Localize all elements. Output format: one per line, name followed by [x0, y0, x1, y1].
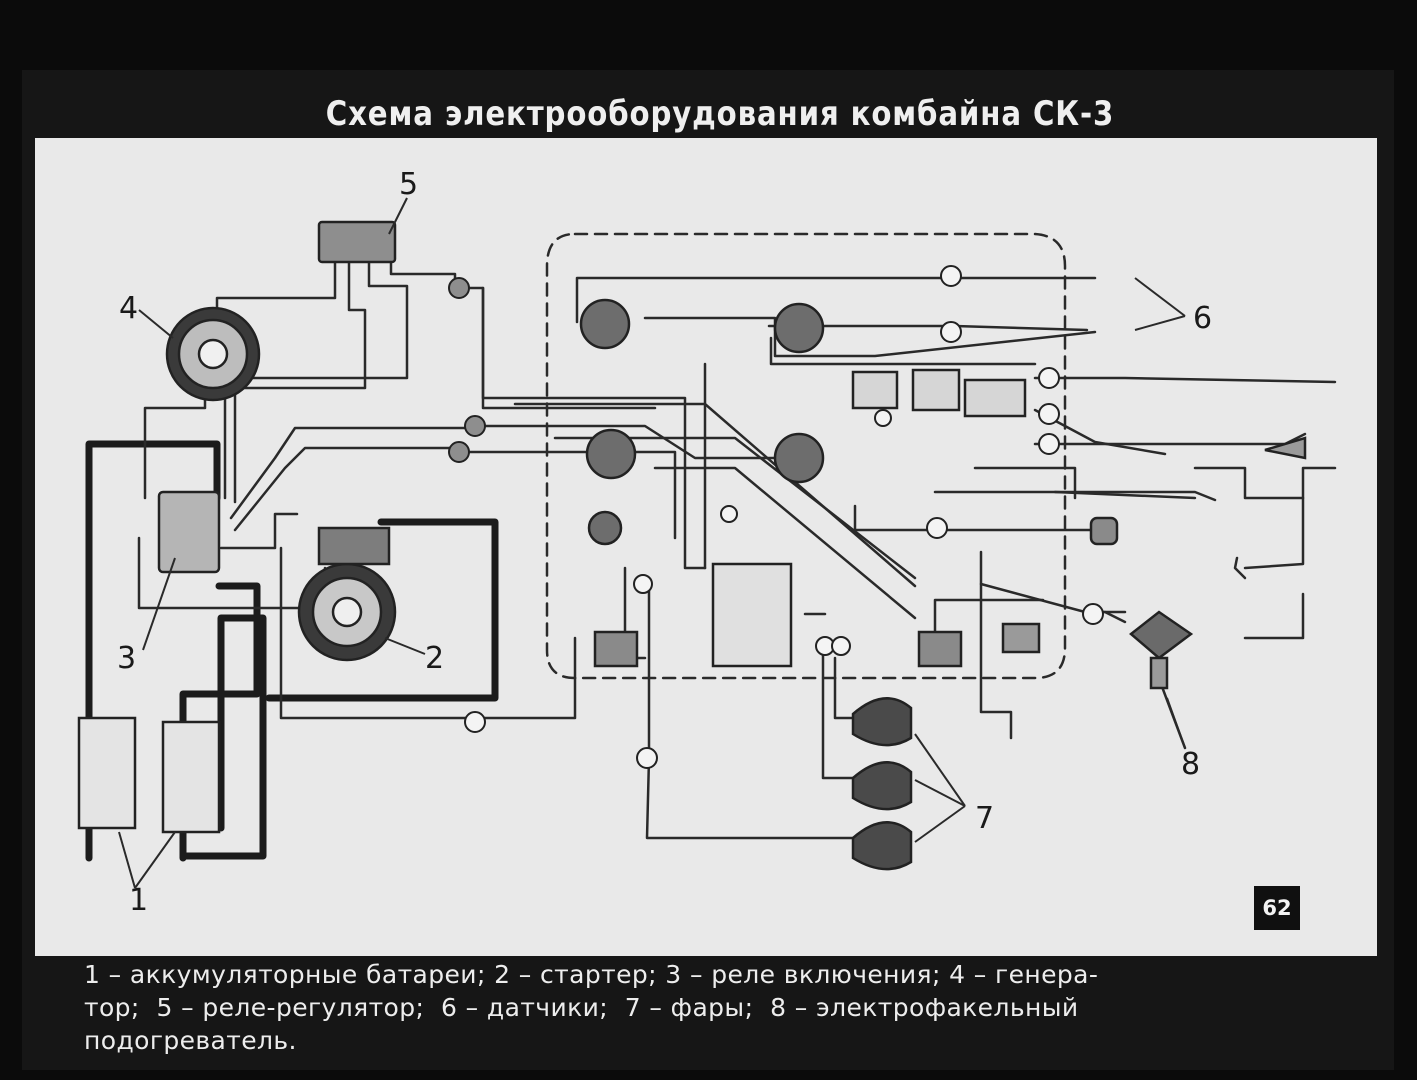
headlamp-2: [851, 761, 913, 811]
battery-cable-1: [85, 440, 221, 862]
label-7: 7: [975, 801, 994, 836]
headlamp-3: [851, 821, 913, 871]
label-6: 6: [1193, 301, 1212, 336]
diagram-title: Схема электрооборудования комбайна СК-3: [325, 94, 1115, 134]
label-1: 1: [129, 883, 148, 918]
sound-signal: [1089, 516, 1119, 546]
gauge-top-left: [579, 298, 631, 350]
start-relay: [157, 490, 221, 574]
caption-line-3: подогреватель.: [84, 1026, 297, 1055]
caption-line-2: тор; 5 – реле-регулятор; 6 – датчики; 7 …: [84, 993, 1079, 1022]
page-number: 62: [1254, 886, 1300, 930]
label-4: 4: [119, 291, 138, 326]
torch-heater: [1129, 610, 1194, 660]
label-8: 8: [1181, 747, 1200, 782]
battery-cable-3: [179, 614, 267, 860]
wiring-schematic: 5 4 3 2 6 7 8 1: [77, 167, 1337, 918]
gauge-top-right: [773, 302, 825, 354]
label-2: 2: [425, 641, 444, 676]
caption-line-1: 1 – аккумуляторные батареи; 2 – стартер;…: [84, 960, 1099, 989]
schematic-panel: 5 4 3 2 6 7 8 1: [35, 138, 1377, 956]
label-3: 3: [117, 641, 136, 676]
relay-regulator: [317, 220, 397, 264]
gauge-lower-left: [587, 510, 623, 546]
battery-1: [77, 716, 137, 830]
battery-2: [161, 720, 221, 834]
gauge-mid-left: [585, 428, 637, 480]
gauge-mid-right: [773, 432, 825, 484]
legend-caption: 1 – аккумуляторные батареи; 2 – стартер;…: [84, 958, 1324, 1057]
headlamp-1: [851, 697, 913, 747]
fuse-block: [711, 562, 793, 668]
label-5: 5: [399, 167, 418, 202]
starter-cable: [265, 518, 499, 702]
instrument-panel-outline: [545, 232, 1067, 680]
horn: [1264, 436, 1307, 460]
